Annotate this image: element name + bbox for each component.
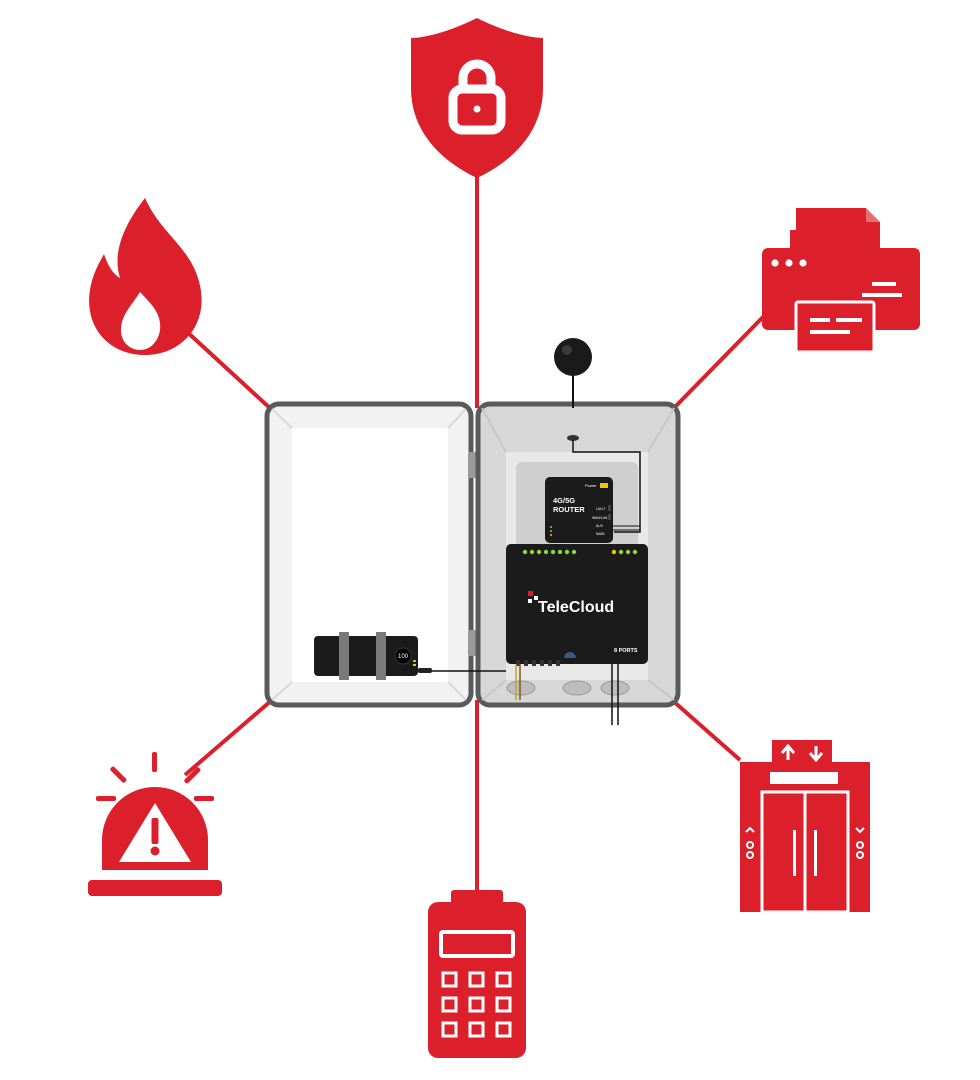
antenna <box>554 338 641 533</box>
router-port-aux: AUX <box>596 524 604 528</box>
keypad-icon <box>428 890 526 1058</box>
cables <box>431 664 619 725</box>
router-power-led <box>600 483 608 488</box>
connector-printer <box>670 313 767 412</box>
hub-status-leds <box>522 549 638 555</box>
connector-elevator <box>670 698 742 762</box>
connector-siren <box>183 698 274 777</box>
fire-icon <box>89 198 202 355</box>
telecloud-hub: TeleCloud 8 PORTS <box>506 544 648 666</box>
shield-lock-icon <box>411 18 543 178</box>
cable-glands <box>506 680 630 696</box>
telecloud-logo-mark <box>528 591 538 603</box>
connector-lines <box>183 160 767 895</box>
alarm-siren-icon <box>88 752 222 896</box>
connector-fire <box>183 328 274 412</box>
hub-brand-name: TeleCloud <box>538 599 614 616</box>
router-title-line2: ROUTER <box>553 505 585 514</box>
battery-level-display <box>394 647 412 665</box>
router-power-label: Power <box>585 483 597 488</box>
battery-pack: 100 <box>314 632 432 680</box>
printer-icon <box>762 208 920 354</box>
router-device: Power 4G/5G ROUTER LAN 2 WAN/LAN 1 AUX M… <box>545 477 640 543</box>
router-port-wanlan1: WAN/LAN 1 <box>592 516 610 520</box>
router-title-line1: 4G/5G <box>553 496 575 505</box>
hub-ports-label: 8 PORTS <box>614 648 638 654</box>
battery-level-value: 100 <box>398 654 409 660</box>
router-port-lan2: LAN 2 <box>596 507 606 511</box>
router-port-main: MAIN <box>596 532 605 536</box>
elevator-icon <box>740 740 870 914</box>
